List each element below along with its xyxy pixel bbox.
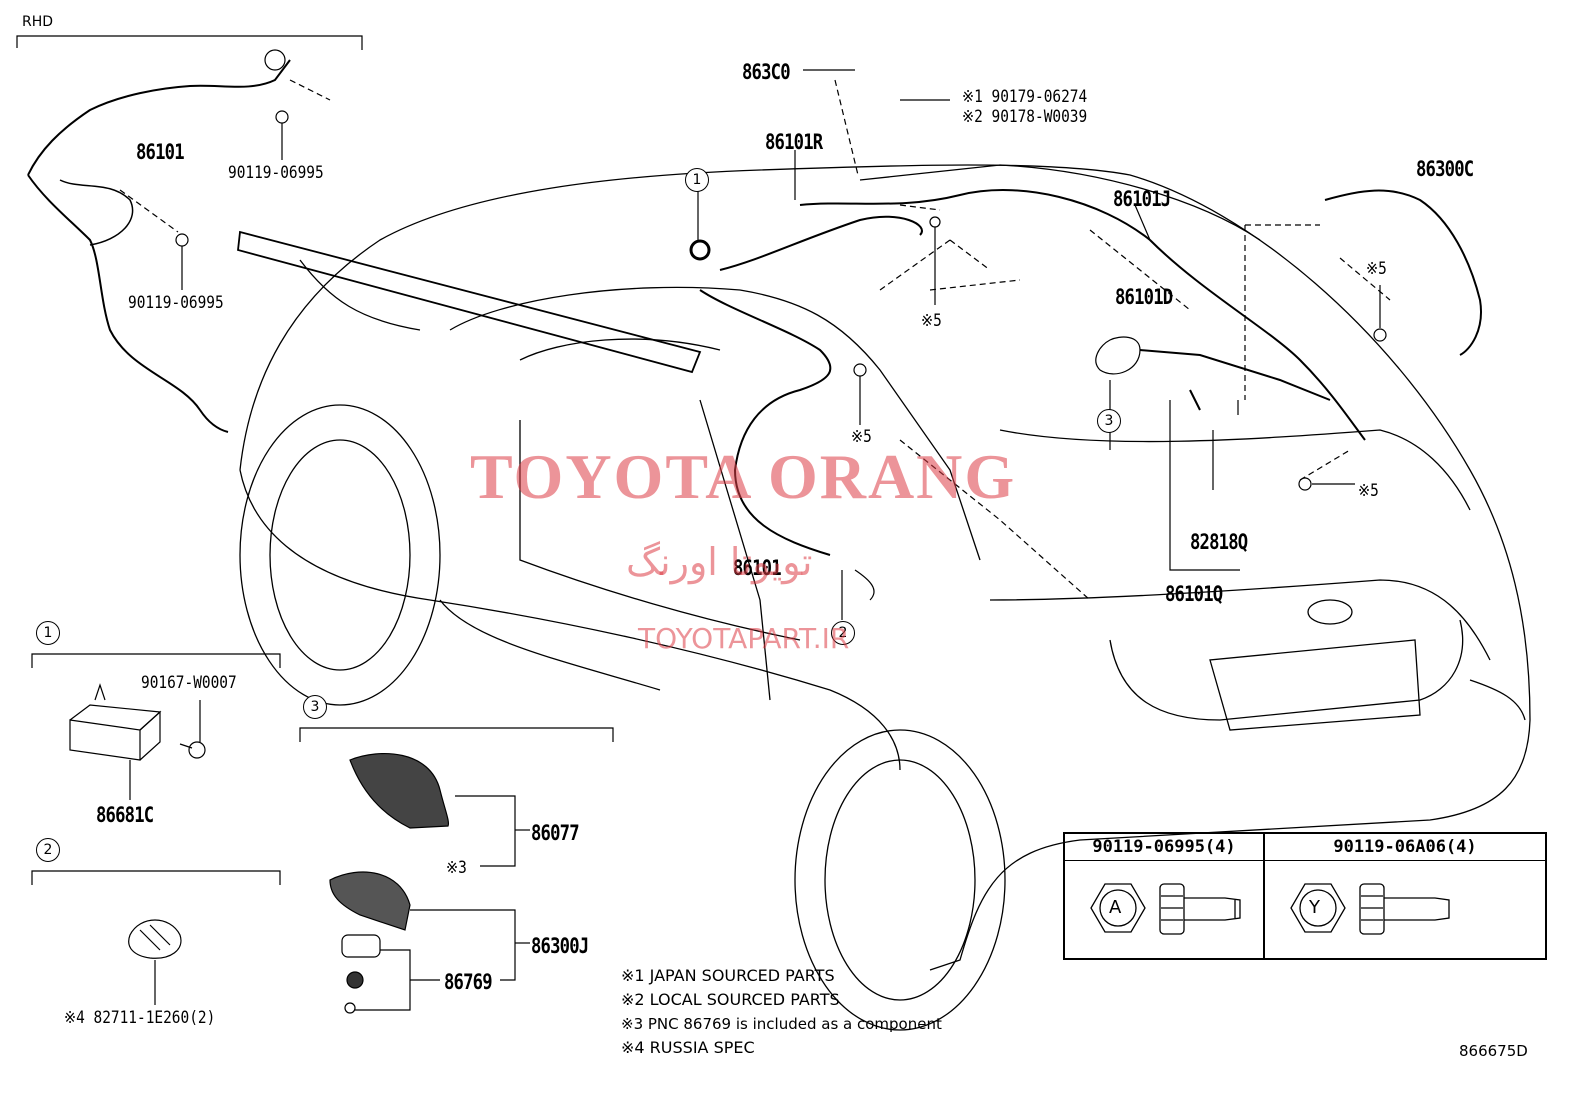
- part-86681c[interactable]: 86681C: [96, 803, 154, 827]
- callout-2-box: 2: [36, 838, 60, 862]
- legend-note-2: ※2 LOCAL SOURCED PARTS: [621, 990, 840, 1009]
- legend-note-3: ※3 PNC 86769 is included as a component: [621, 1015, 942, 1033]
- part-86101d[interactable]: 86101D: [1115, 285, 1173, 309]
- antenna-cover-86077-drawing: [349, 752, 530, 867]
- part-90119-06995-a[interactable]: 90119-06995: [228, 163, 324, 183]
- harness-86101-rhd: [27, 59, 291, 176]
- bolt-90119-a: [275, 110, 289, 124]
- callout-1-box: 1: [36, 621, 60, 645]
- license-plate-area: [1209, 639, 1421, 731]
- section-1-bracket: [31, 653, 281, 668]
- callout-3-box: 3: [303, 695, 327, 719]
- legend-note-4: ※4 RUSSIA SPEC: [621, 1038, 755, 1057]
- section-2-bracket: [31, 870, 281, 885]
- part-90179-06274[interactable]: ※1 90179-06274: [962, 87, 1088, 107]
- part-86101j[interactable]: 86101J: [1113, 187, 1171, 211]
- rhd-bracket: [16, 35, 363, 50]
- part-90178-w0039[interactable]: ※2 90178-W0039: [962, 107, 1088, 127]
- marker-3: ※3: [446, 858, 467, 878]
- module-86681c-drawing: [69, 683, 206, 800]
- body-harnesses: [699, 189, 1482, 556]
- part-86101q[interactable]: 86101Q: [1165, 582, 1223, 606]
- part-82818q[interactable]: 82818Q: [1190, 530, 1248, 554]
- part-90167-w0007[interactable]: 90167-W0007: [141, 673, 237, 693]
- bolt-letter-a: A: [1109, 897, 1122, 918]
- bolt-table: 90119-06995(4) 90119-06A06(4) A Y: [1063, 832, 1547, 960]
- part-86101-main[interactable]: 86101: [733, 556, 782, 580]
- watermark-persian: تویوتا اورنگ: [626, 540, 813, 584]
- direction-arrow: [237, 230, 702, 374]
- bolt-table-drawings: [1090, 883, 1450, 935]
- part-86300c[interactable]: 86300C: [1416, 157, 1474, 181]
- part-86769[interactable]: 86769: [444, 970, 493, 994]
- callout-2-diagram[interactable]: 2: [831, 621, 855, 645]
- region-label: RHD: [22, 14, 54, 30]
- bolt-head-y-icon: [1290, 883, 1346, 933]
- rear-wheel: [794, 729, 1006, 1031]
- callout-3-diagram[interactable]: 3: [1097, 409, 1121, 433]
- connector-1: [689, 239, 711, 261]
- part-86101r[interactable]: 86101R: [765, 130, 823, 154]
- clip-82711-drawing: [128, 919, 182, 1005]
- watermark-url: TOYOTAPART.IR: [638, 622, 850, 655]
- bolt-90119-b: [175, 233, 189, 247]
- vehicle-outline: [239, 164, 1531, 1031]
- bolt-letter-y: Y: [1309, 897, 1320, 918]
- marker-5-c: ※5: [1366, 259, 1387, 279]
- bolt-head-a-icon: [1090, 883, 1146, 933]
- part-82711-1e260[interactable]: ※4 82711-1E260(2): [64, 1008, 216, 1028]
- section-3-bracket: [299, 727, 614, 742]
- antenna-86300j-drawing: [329, 871, 530, 1014]
- watermark-main: TOYOTA ORANG: [470, 441, 1017, 512]
- part-863c0[interactable]: 863C0: [742, 60, 791, 84]
- marker-5-a: ※5: [921, 311, 942, 331]
- marker-5-d: ※5: [1358, 481, 1379, 501]
- part-86077[interactable]: 86077: [531, 821, 580, 845]
- bolt-table-header-2: 90119-06A06(4): [1265, 834, 1545, 861]
- front-wheel: [239, 404, 441, 706]
- diagram-code: 866675D: [1459, 1042, 1528, 1060]
- marker-5-b: ※5: [851, 427, 872, 447]
- part-86300j[interactable]: 86300J: [531, 934, 589, 958]
- antenna-outline: [1095, 336, 1141, 375]
- part-86101-rhd[interactable]: 86101: [136, 140, 185, 164]
- callout-1-diagram[interactable]: 1: [685, 168, 709, 192]
- legend-note-1: ※1 JAPAN SOURCED PARTS: [621, 966, 835, 985]
- part-90119-06995-b[interactable]: 90119-06995: [128, 293, 224, 313]
- bolt-table-header-1: 90119-06995(4): [1065, 834, 1264, 861]
